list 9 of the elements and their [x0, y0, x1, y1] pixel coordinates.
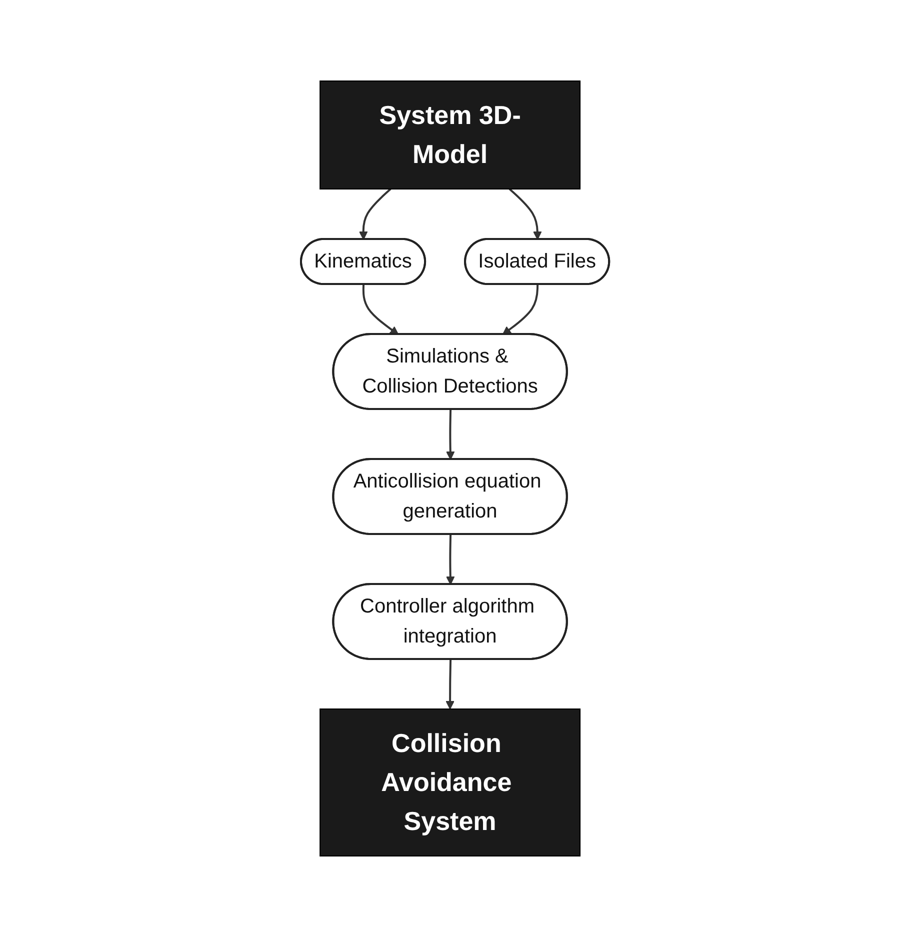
arrow [446, 408, 455, 460]
arrow [502, 284, 538, 334]
node-box: System 3D-Model [319, 80, 580, 189]
arrow [358, 188, 392, 240]
node-box: Collision Avoidance System [319, 708, 580, 856]
arrow [508, 188, 542, 240]
arrow [446, 534, 455, 584]
arrow [446, 658, 454, 709]
arrow [362, 284, 399, 334]
